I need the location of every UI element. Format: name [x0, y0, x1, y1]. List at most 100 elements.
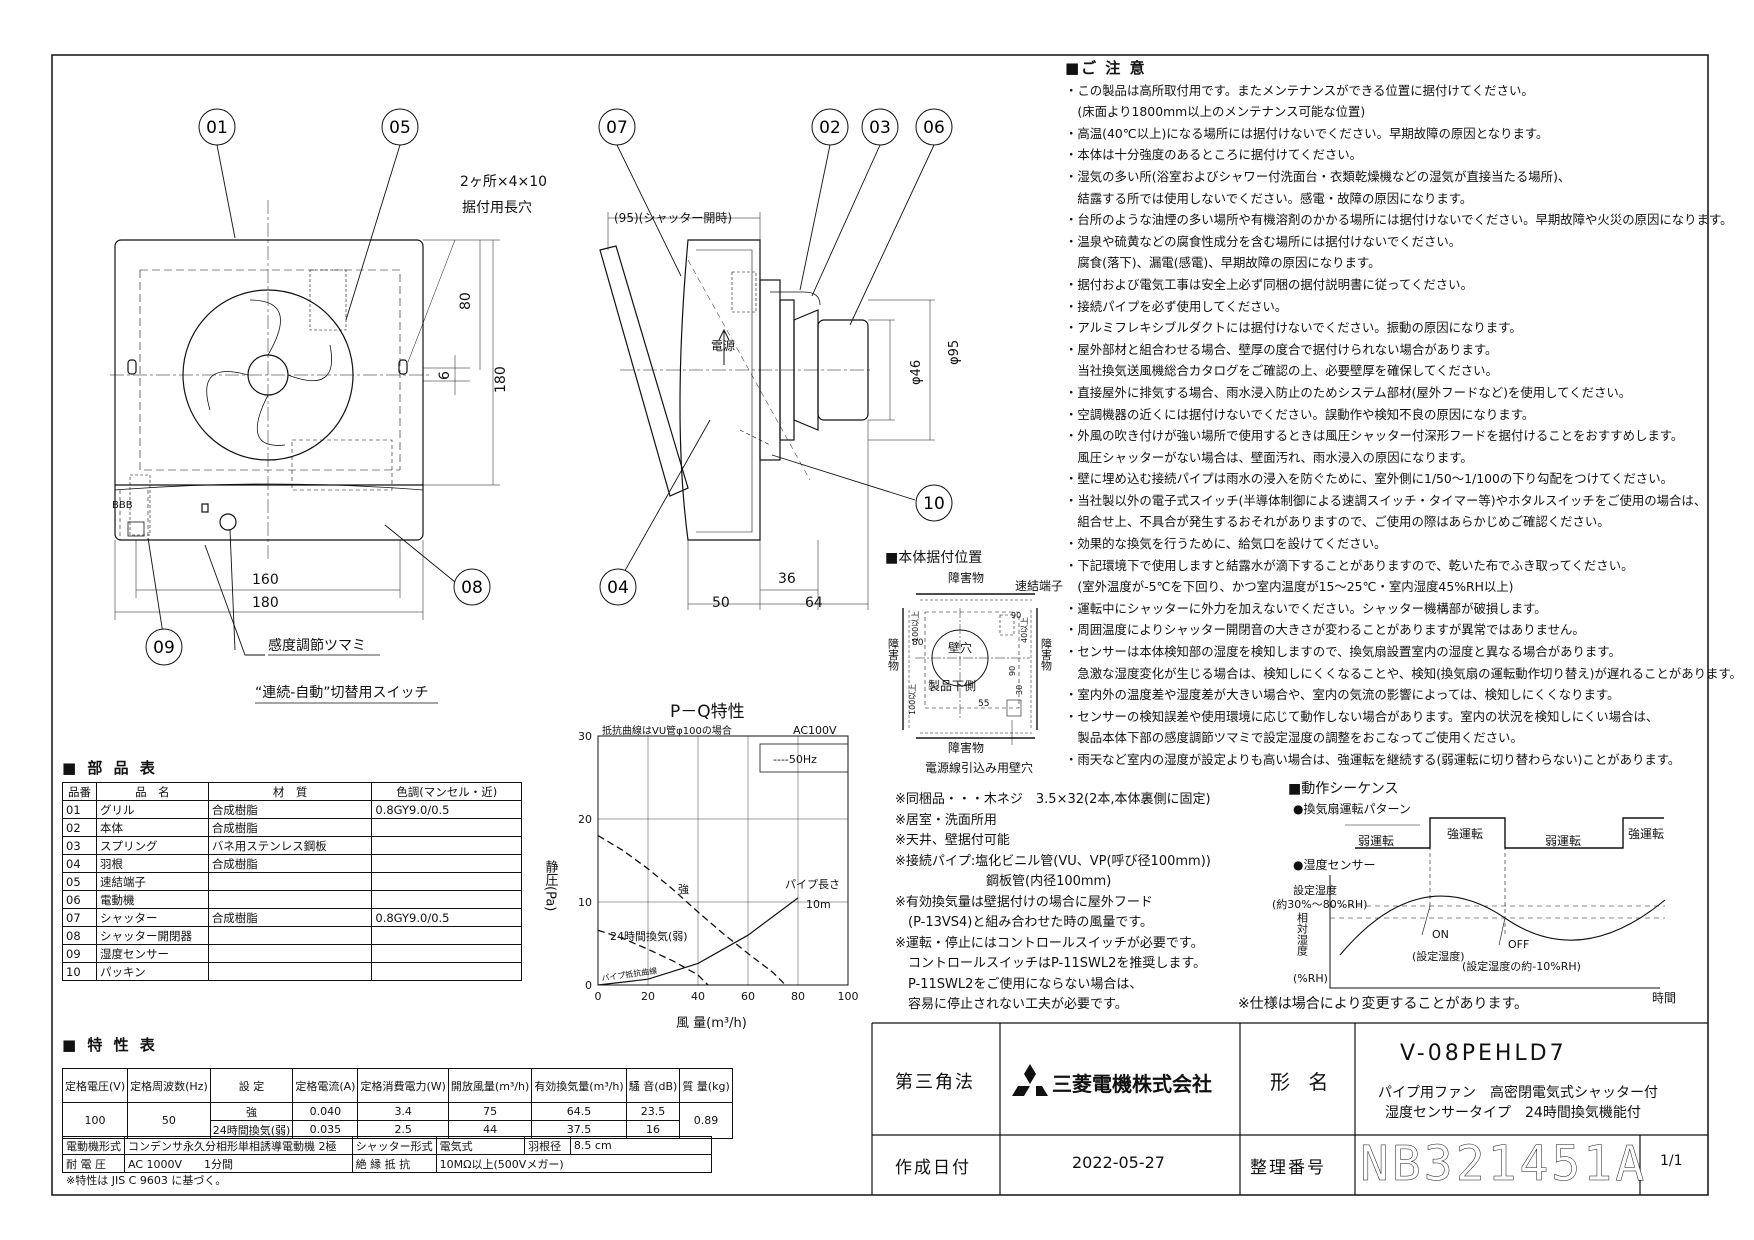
pq-ac: AC100V: [793, 724, 837, 737]
callout-09: 09: [153, 638, 175, 658]
caution-line: 当社換気送風機総合カタログをご確認の上、必要壁厚を確保してください。: [1065, 363, 1498, 379]
shutter-value: 電気式: [435, 1136, 526, 1155]
dim-80: 80: [458, 292, 474, 310]
caution-line: ・接続パイプを必ず使用してください。: [1065, 298, 1288, 314]
spec-header-cell: 設 定: [209, 1068, 294, 1103]
blade-value: 8.5 cm: [569, 1136, 713, 1155]
pq-series-line: [597, 835, 786, 986]
sheet-number: 1/1: [1660, 1153, 1683, 1169]
parts-cell: パッキン: [95, 962, 209, 981]
blade-label: 羽根径: [524, 1136, 571, 1155]
parts-cell: 10: [62, 962, 97, 981]
mount-bottom: 製品下側: [928, 679, 976, 693]
company-name: 三菱電機株式会社: [1052, 1072, 1212, 1096]
parts-cell: [207, 962, 373, 981]
seq-sensor: ●湿度センサー: [1293, 857, 1375, 872]
sheet-border: [51, 54, 1709, 1196]
pq-lines: [597, 835, 799, 986]
power-label: 電源: [711, 339, 735, 353]
caution-line: ・高温(40℃以上)になる場所には据付けないでください。早期故障の原因となります…: [1065, 125, 1549, 141]
slot-label: 据付用長穴: [462, 200, 532, 216]
model-label: 形 名: [1270, 1070, 1335, 1094]
parts-cell: スプリング: [95, 836, 209, 855]
seq-strong-2: 強運転: [1628, 827, 1664, 841]
parts-cell: [207, 944, 373, 963]
mount-cable-hole: 電源線引込み用壁穴: [925, 760, 1033, 775]
specs-title: ■ 特 性 表: [62, 1036, 158, 1054]
pq-label-pipe: パイプ長さ: [785, 878, 840, 891]
pq-grid: [597, 735, 849, 986]
front-view: [110, 200, 500, 620]
caution-line: ・外風の吹き付けが強い場所で使用するときは風圧シャッター付深形フードを据付けるこ…: [1065, 428, 1684, 444]
mount-text: ■本体据付位置 障害物 速結端子 壁穴 製品下側 障害物 電源線引込み用壁穴 障…: [885, 550, 1063, 775]
caution-line: (室外温度が-5℃を下回り、かつ室内温度が15～25℃・室内湿度45%RH以上): [1065, 579, 1514, 595]
side-view: [599, 212, 935, 610]
sequence-diagram: [1329, 817, 1666, 989]
mount-wall-hole: 壁穴: [948, 640, 972, 655]
number-label: 整理番号: [1250, 1158, 1326, 1178]
withstand-value: AC 1000V 1分間: [124, 1154, 353, 1173]
parts-cell: 合成樹脂: [207, 908, 373, 927]
spec-voltage: 100: [61, 1102, 129, 1139]
callout-04: 04: [607, 578, 629, 598]
parts-cell: グリル: [95, 800, 209, 819]
motor-value: コンデンサ永久分相形単相誘導電動機 2極: [124, 1136, 353, 1155]
mount-dim-80: 80: [912, 638, 924, 648]
mount-title: ■本体据付位置: [885, 550, 982, 566]
seq-off: OFF: [1508, 938, 1529, 951]
pq-label-pipe-resist: パイプ抵抗曲線: [601, 965, 658, 983]
dim-6: 6: [437, 371, 453, 380]
parts-header-row: 品番品 名材 質色調(マンセル・近): [62, 782, 522, 801]
company-logo-icon: [1012, 1064, 1048, 1096]
seq-on-note: (設定湿度): [1412, 949, 1465, 963]
seq-time: 時間: [1652, 991, 1676, 1005]
pq-x-tick: 0: [595, 990, 602, 1003]
date-value: 2022-05-27: [1072, 1153, 1165, 1172]
dim-36: 36: [778, 571, 796, 587]
parts-cell: 04: [62, 854, 97, 873]
mount-obstacle-right: 障害物: [1040, 637, 1053, 671]
caution-line: ・雨天など室内の湿度が設定よりも高い場合は、強運転を継続する(弱運転に切り替わら…: [1065, 752, 1681, 767]
parts-cell: [371, 926, 522, 945]
spec-cell: 0.040: [292, 1102, 359, 1121]
spec-header-cell: 定格周波数(Hz): [127, 1068, 211, 1103]
pq-xlabel: 風 量(m³/h): [676, 1016, 747, 1031]
parts-cell: [371, 818, 522, 837]
model-desc-2: 湿度センサータイプ 24時間換気機能付: [1385, 1105, 1641, 1121]
parts-cell: 07: [62, 908, 97, 927]
parts-cell: 05: [62, 872, 97, 891]
front-dim-text: 2ヶ所×4×10 据付用長穴 80 6 180 160 180 BBB 感度調節…: [112, 174, 547, 701]
mount-diagram: [902, 593, 1038, 745]
caution-line: ・室内外の温度差や湿度差が大きい場合や、室内の気流の影響によっては、検知しにくく…: [1065, 687, 1620, 703]
parts-header-cell: 材 質: [207, 782, 373, 801]
seq-setting-range: (約30%～80%RH): [1272, 897, 1367, 911]
withstand-label: 耐 電 圧: [62, 1154, 125, 1173]
caution-line: ・周囲温度によりシャッター開閉音の大きさが変わることがありますが異常ではありませ…: [1065, 622, 1585, 638]
label-underlines: [255, 654, 438, 704]
parts-cell: 01: [62, 800, 97, 819]
mount-dim-90b: 90: [1011, 611, 1021, 620]
pq-x-tick: 20: [641, 990, 655, 1003]
caution-line: ・本体は十分強度のあるところに据付けてください。: [1065, 147, 1363, 163]
knob-label: 感度調節ツマミ: [268, 637, 366, 654]
date-label: 作成日付: [895, 1158, 971, 1178]
seq-on: ON: [1432, 928, 1449, 941]
parts-cell: 羽根: [95, 854, 209, 873]
dim-64: 64: [805, 595, 823, 611]
pq-chart: P－Q特性 抵抗曲線はVU管φ100の場合 AC100V ----50Hz 静圧…: [543, 702, 859, 1031]
parts-cell: [371, 872, 522, 891]
mount-obstacle-left: 障害物: [887, 637, 900, 671]
mount-dim-100b: 100以上: [908, 684, 917, 715]
pq-y-tick: 10: [578, 896, 592, 909]
installation-line: ※接続パイプ:塩化ビニル管(VU、VP(呼び径100mm)): [895, 853, 1211, 869]
parts-cell: [371, 962, 522, 981]
installation-notes: ※同梱品・・・木ネジ 3.5×32(2本,本体裏側に固定)※居室・洗面所用※天井…: [895, 790, 1211, 1016]
slot-dim: 2ヶ所×4×10: [460, 174, 547, 190]
